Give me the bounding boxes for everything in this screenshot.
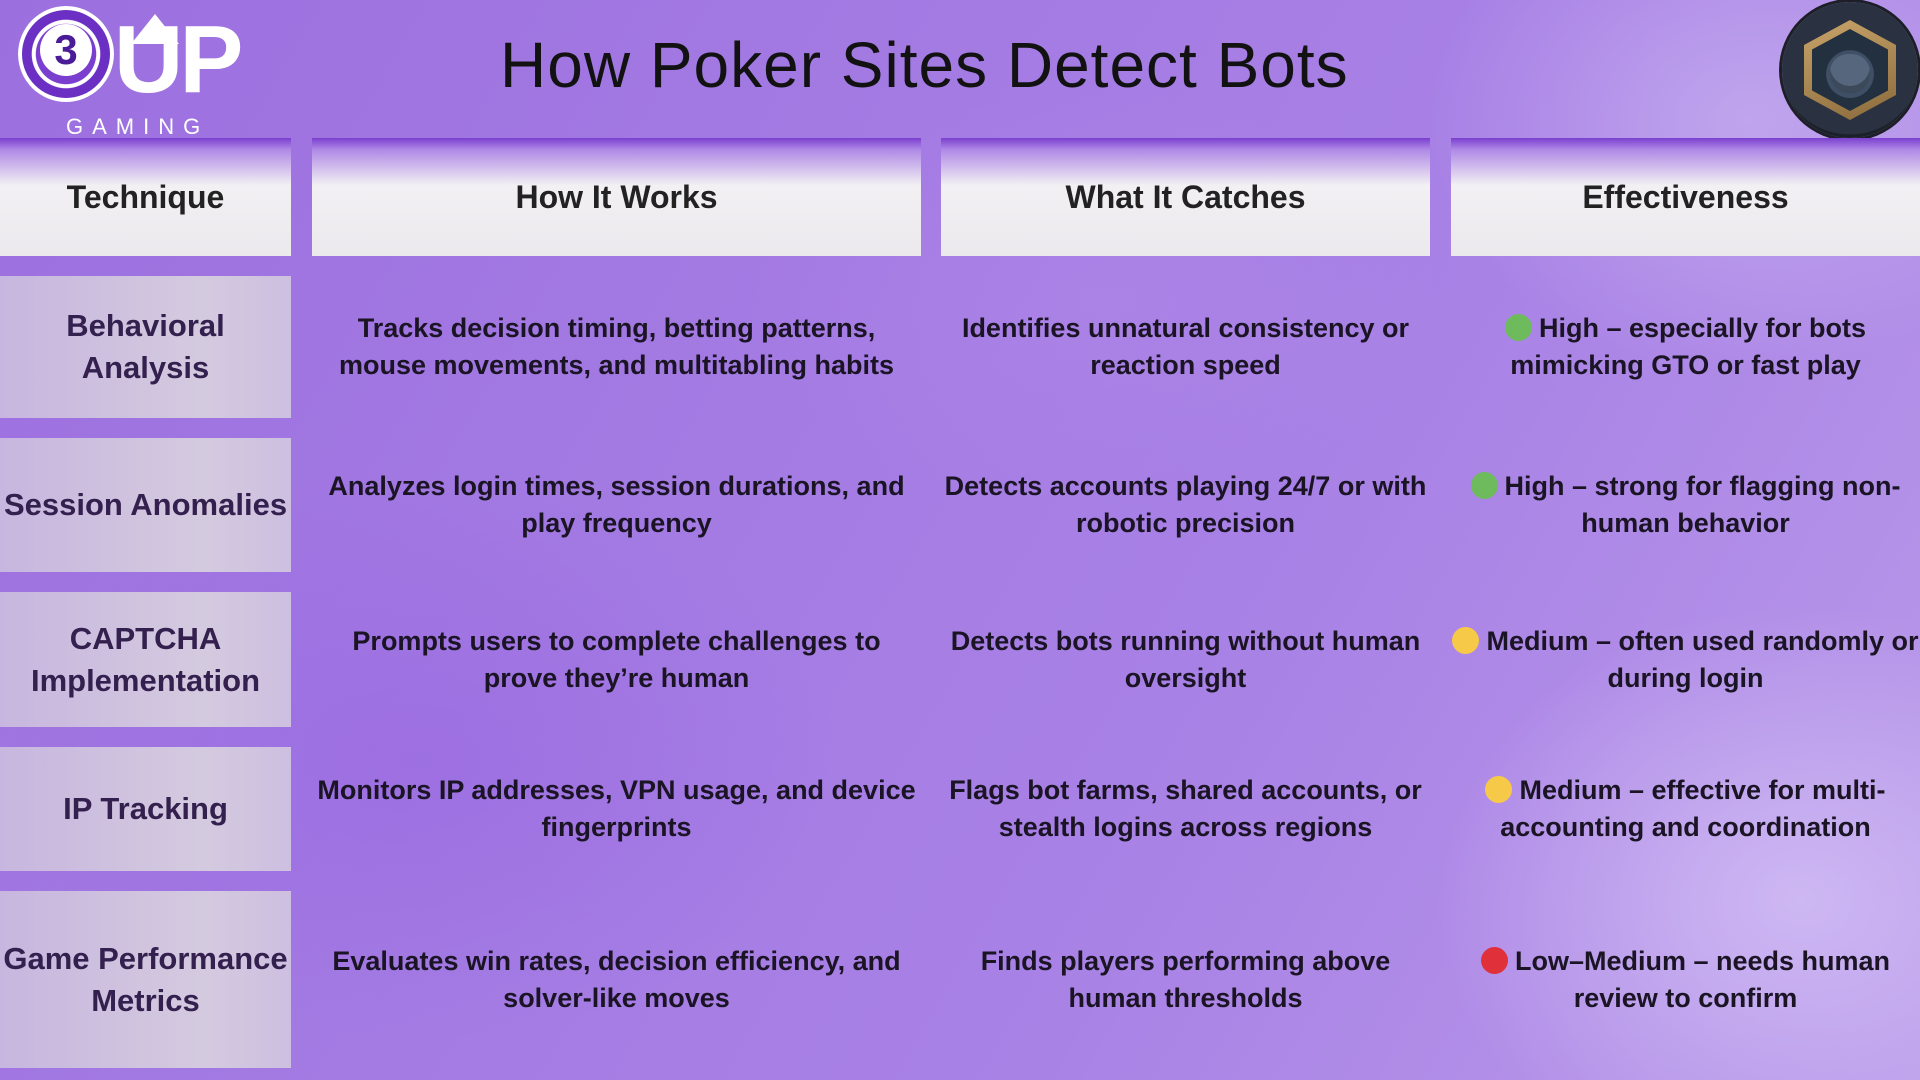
effectiveness-cell: High – strong for flagging non-human beh… [1451, 438, 1920, 572]
brand-name: UP [114, 6, 243, 113]
effectiveness-cell: Medium – often used randomly or during l… [1451, 592, 1920, 727]
brand-logo: 3 UP GAMING [18, 6, 258, 139]
effectiveness-text: High – strong for flagging non-human beh… [1504, 471, 1901, 538]
effectiveness-status-icon [1470, 472, 1498, 499]
how-it-works-cell: Prompts users to complete challenges to … [352, 625, 881, 693]
effectiveness-text: High – especially for bots mimicking GTO… [1510, 313, 1867, 380]
effectiveness-text: Low–Medium – needs human review to confi… [1514, 945, 1891, 1013]
effectiveness-cell: High – especially for bots mimicking GTO… [1451, 276, 1920, 418]
how-it-works-cell: Monitors IP addresses, VPN usage, and de… [317, 775, 916, 842]
how-it-works-cell: Evaluates win rates, decision efficiency… [332, 945, 901, 1013]
technique-behavioral-analysis: Behavioral Analysis [0, 276, 291, 418]
effectiveness-status-icon [1480, 946, 1508, 974]
chip-number: 3 [40, 24, 92, 76]
what-it-catches-cell: Detects accounts playing 24/7 or with ro… [944, 471, 1427, 538]
technique-session-anomalies: Session Anomalies [0, 438, 291, 572]
page-title: How Poker Sites Detect Bots [500, 29, 1349, 101]
effectiveness-status-icon [1452, 626, 1480, 654]
brand-subtitle: GAMING [66, 114, 210, 139]
effectiveness-status-icon [1504, 314, 1532, 341]
gorilla-emblem-icon [1782, 2, 1918, 138]
what-it-catches-cell: Flags bot farms, shared accounts, or ste… [949, 775, 1422, 842]
how-it-works-cell: Tracks decision timing, betting patterns… [338, 313, 895, 380]
what-it-catches-cell: Identifies unnatural consistency or reac… [961, 313, 1410, 380]
effectiveness-cell: Medium – effective for multi-accounting … [1451, 747, 1920, 871]
how-it-works-cell: Analyzes login times, session durations,… [328, 471, 905, 538]
effectiveness-text: Medium – effective for multi-accounting … [1500, 775, 1886, 842]
technique-game-performance-metrics: Game Performance Metrics [0, 891, 291, 1068]
effectiveness-text: Medium – often used randomly or during l… [1486, 625, 1919, 693]
up-arrow-icon [131, 14, 179, 44]
header-how-it-works: How It Works [312, 138, 921, 256]
what-it-catches-cell: Detects bots running without human overs… [950, 625, 1421, 693]
header-effectiveness: Effectiveness [1451, 138, 1920, 256]
technique-captcha-implementation: CAPTCHA Implementation [0, 592, 291, 727]
effectiveness-cell: Low–Medium – needs human review to confi… [1451, 891, 1920, 1068]
what-it-catches-cell: Finds players performing above human thr… [980, 945, 1391, 1013]
effectiveness-status-icon [1485, 776, 1513, 803]
technique-ip-tracking: IP Tracking [0, 747, 291, 871]
header-what-it-catches: What It Catches [941, 138, 1430, 256]
header-technique: Technique [0, 138, 291, 256]
